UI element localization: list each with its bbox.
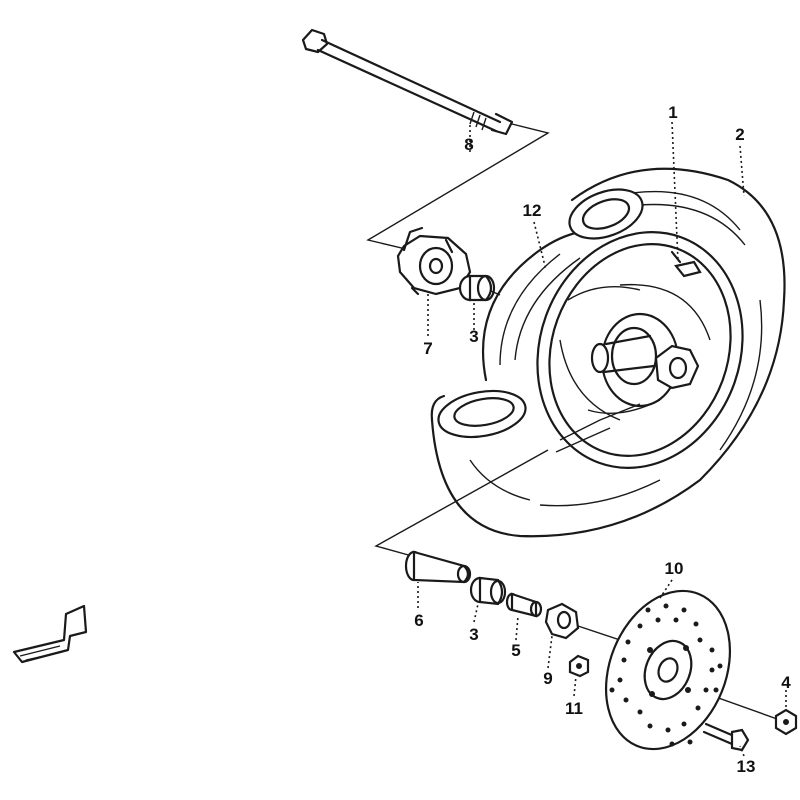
callout-3-upper: 3 <box>469 327 478 346</box>
callout-13: 13 <box>737 757 756 776</box>
callout-12: 12 <box>523 201 542 220</box>
part-10-brake-disc <box>604 589 732 751</box>
callout-1: 1 <box>668 103 677 122</box>
part-7-collar <box>396 226 472 296</box>
callout-8: 8 <box>464 135 473 154</box>
callout-9: 9 <box>543 669 552 688</box>
part-5-spacer <box>505 592 543 618</box>
leader-lines <box>417 121 787 757</box>
callout-4: 4 <box>781 673 791 692</box>
part-8-axle-bolt <box>301 28 514 136</box>
bracket-fragment <box>12 604 88 664</box>
callout-7: 7 <box>423 339 432 358</box>
callout-3-lower: 3 <box>469 625 478 644</box>
part-2-tyre <box>430 167 786 538</box>
part-13-disc-bolt <box>702 722 750 752</box>
part-6-collar <box>404 550 472 584</box>
callout-labels: 1 2 12 8 7 3 6 3 5 9 11 10 4 13 <box>414 103 791 776</box>
part-3-bearing-upper <box>458 274 496 302</box>
part-9-bushing <box>544 602 580 640</box>
part-4-axle-nut <box>774 708 798 736</box>
part-3-bearing-lower <box>469 576 507 606</box>
callout-10: 10 <box>665 559 684 578</box>
part-12-rim <box>536 231 744 469</box>
part-11-nut <box>568 654 590 678</box>
callout-11: 11 <box>565 699 583 718</box>
part-1-valve <box>670 250 702 278</box>
callout-6: 6 <box>414 611 423 630</box>
callout-2: 2 <box>735 125 744 144</box>
callout-5: 5 <box>511 641 520 660</box>
